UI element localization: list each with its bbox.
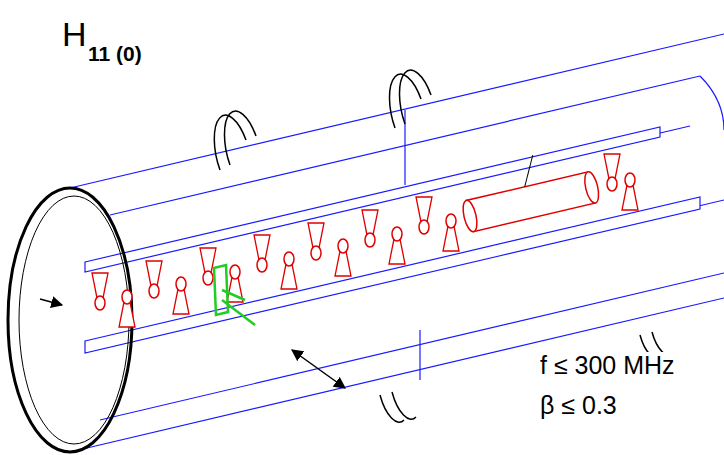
mode-index: 11 (0) xyxy=(86,42,144,65)
drift-tube xyxy=(454,142,601,233)
drift-tube-stem xyxy=(92,154,638,327)
motion-arrow xyxy=(292,350,345,388)
beam-arrow xyxy=(40,299,62,305)
tuner-plunger xyxy=(214,265,255,325)
tank-outline xyxy=(70,34,724,452)
velocity-limit: β ≤ 0.3 xyxy=(538,392,619,420)
ridge xyxy=(85,127,700,353)
end-flange xyxy=(8,188,132,452)
mode-letter: H xyxy=(60,16,89,53)
frequency-limit: f ≤ 300 MHz xyxy=(538,352,677,380)
